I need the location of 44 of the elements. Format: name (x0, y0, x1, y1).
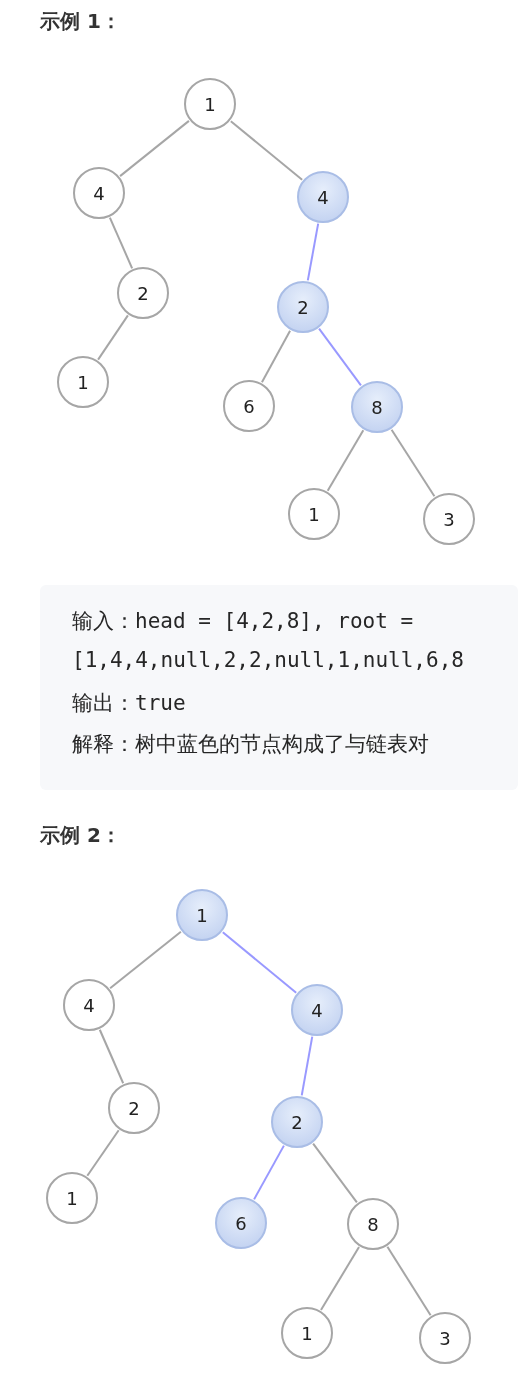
tree-node: 4 (297, 171, 349, 223)
tree-edge (98, 1028, 125, 1085)
tree-edge (386, 1245, 432, 1317)
tree-edge (221, 931, 298, 994)
tree-edge (119, 119, 190, 178)
tree-edge (312, 1142, 358, 1204)
input-line: [1,4,4,null,2,2,null,1,null,6,8 (72, 648, 464, 672)
input-line: 输入：head = [4,2,8], root = (72, 608, 414, 635)
explanation-line: 解释：树中蓝色的节点构成了与链表对 (72, 731, 429, 758)
tree-node: 3 (423, 493, 475, 545)
tree-node: 1 (176, 889, 228, 941)
tree-edge (318, 327, 362, 387)
tree-edge (108, 216, 134, 270)
tree-edge (390, 428, 436, 498)
tree-node: 1 (288, 488, 340, 540)
tree-edge (300, 1035, 314, 1097)
example-heading: 示例 1： (40, 8, 121, 35)
tree-node: 2 (108, 1082, 160, 1134)
tree-edge (260, 329, 292, 384)
tree-edge (86, 1129, 120, 1177)
tree-node: 2 (271, 1096, 323, 1148)
example-heading: 示例 2： (40, 822, 121, 849)
tree-node: 2 (277, 281, 329, 333)
tree-node: 4 (291, 984, 343, 1036)
tree-edge (109, 930, 182, 990)
tree-node: 8 (351, 381, 403, 433)
tree-edge (306, 222, 320, 282)
output-line: 输出：true (72, 690, 186, 717)
tree-node: 6 (215, 1197, 267, 1249)
tree-node: 1 (281, 1307, 333, 1359)
tree-edge (320, 1246, 360, 1311)
tree-node: 4 (63, 979, 115, 1031)
tree-node: 3 (419, 1312, 471, 1364)
tree-edge (229, 120, 304, 181)
tree-node: 4 (73, 167, 125, 219)
tree-edge (253, 1144, 285, 1201)
tree-node: 1 (57, 356, 109, 408)
tree-edge (97, 314, 129, 361)
tree-node: 1 (184, 78, 236, 130)
tree-edge (326, 429, 365, 492)
tree-node: 6 (223, 380, 275, 432)
tree-node: 8 (347, 1198, 399, 1250)
tree-node: 1 (46, 1172, 98, 1224)
tree-node: 2 (117, 267, 169, 319)
